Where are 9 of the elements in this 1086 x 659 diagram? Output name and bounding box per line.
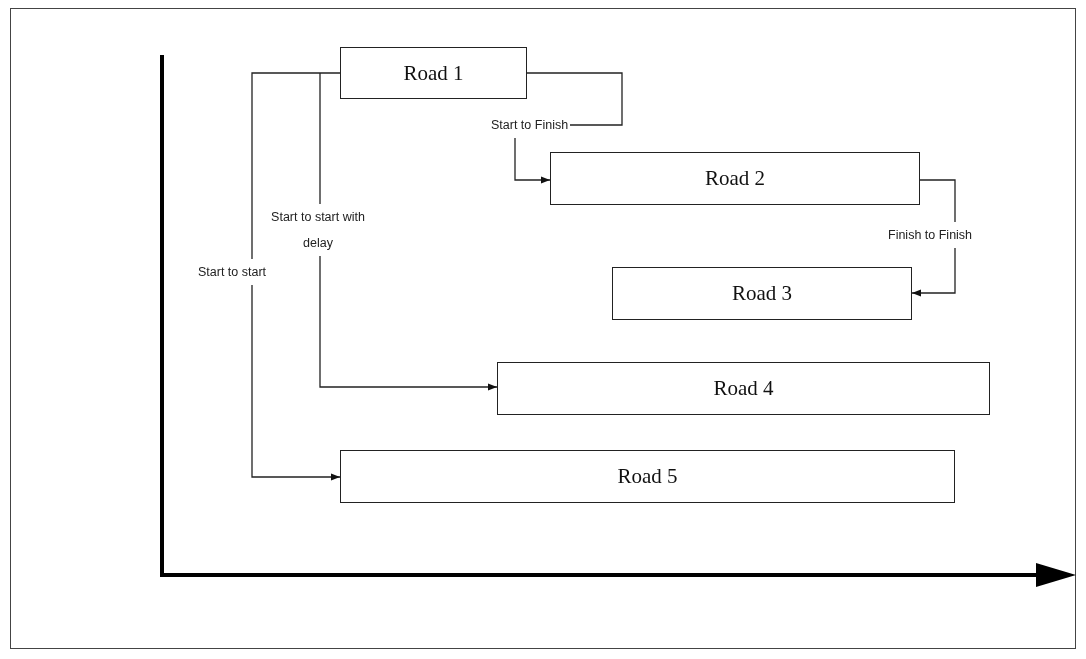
task-bar: Road 4	[497, 362, 990, 415]
connector-arrow	[319, 72, 498, 391]
edge-label: Start to start	[196, 259, 269, 285]
connector-arrow	[251, 72, 341, 481]
task-bar: Road 3	[612, 267, 912, 320]
edge-label: Finish to Finish	[886, 222, 975, 248]
task-bar: Road 5	[340, 450, 955, 503]
task-bar: Road 1	[340, 47, 527, 99]
task-bar: Road 2	[550, 152, 920, 205]
